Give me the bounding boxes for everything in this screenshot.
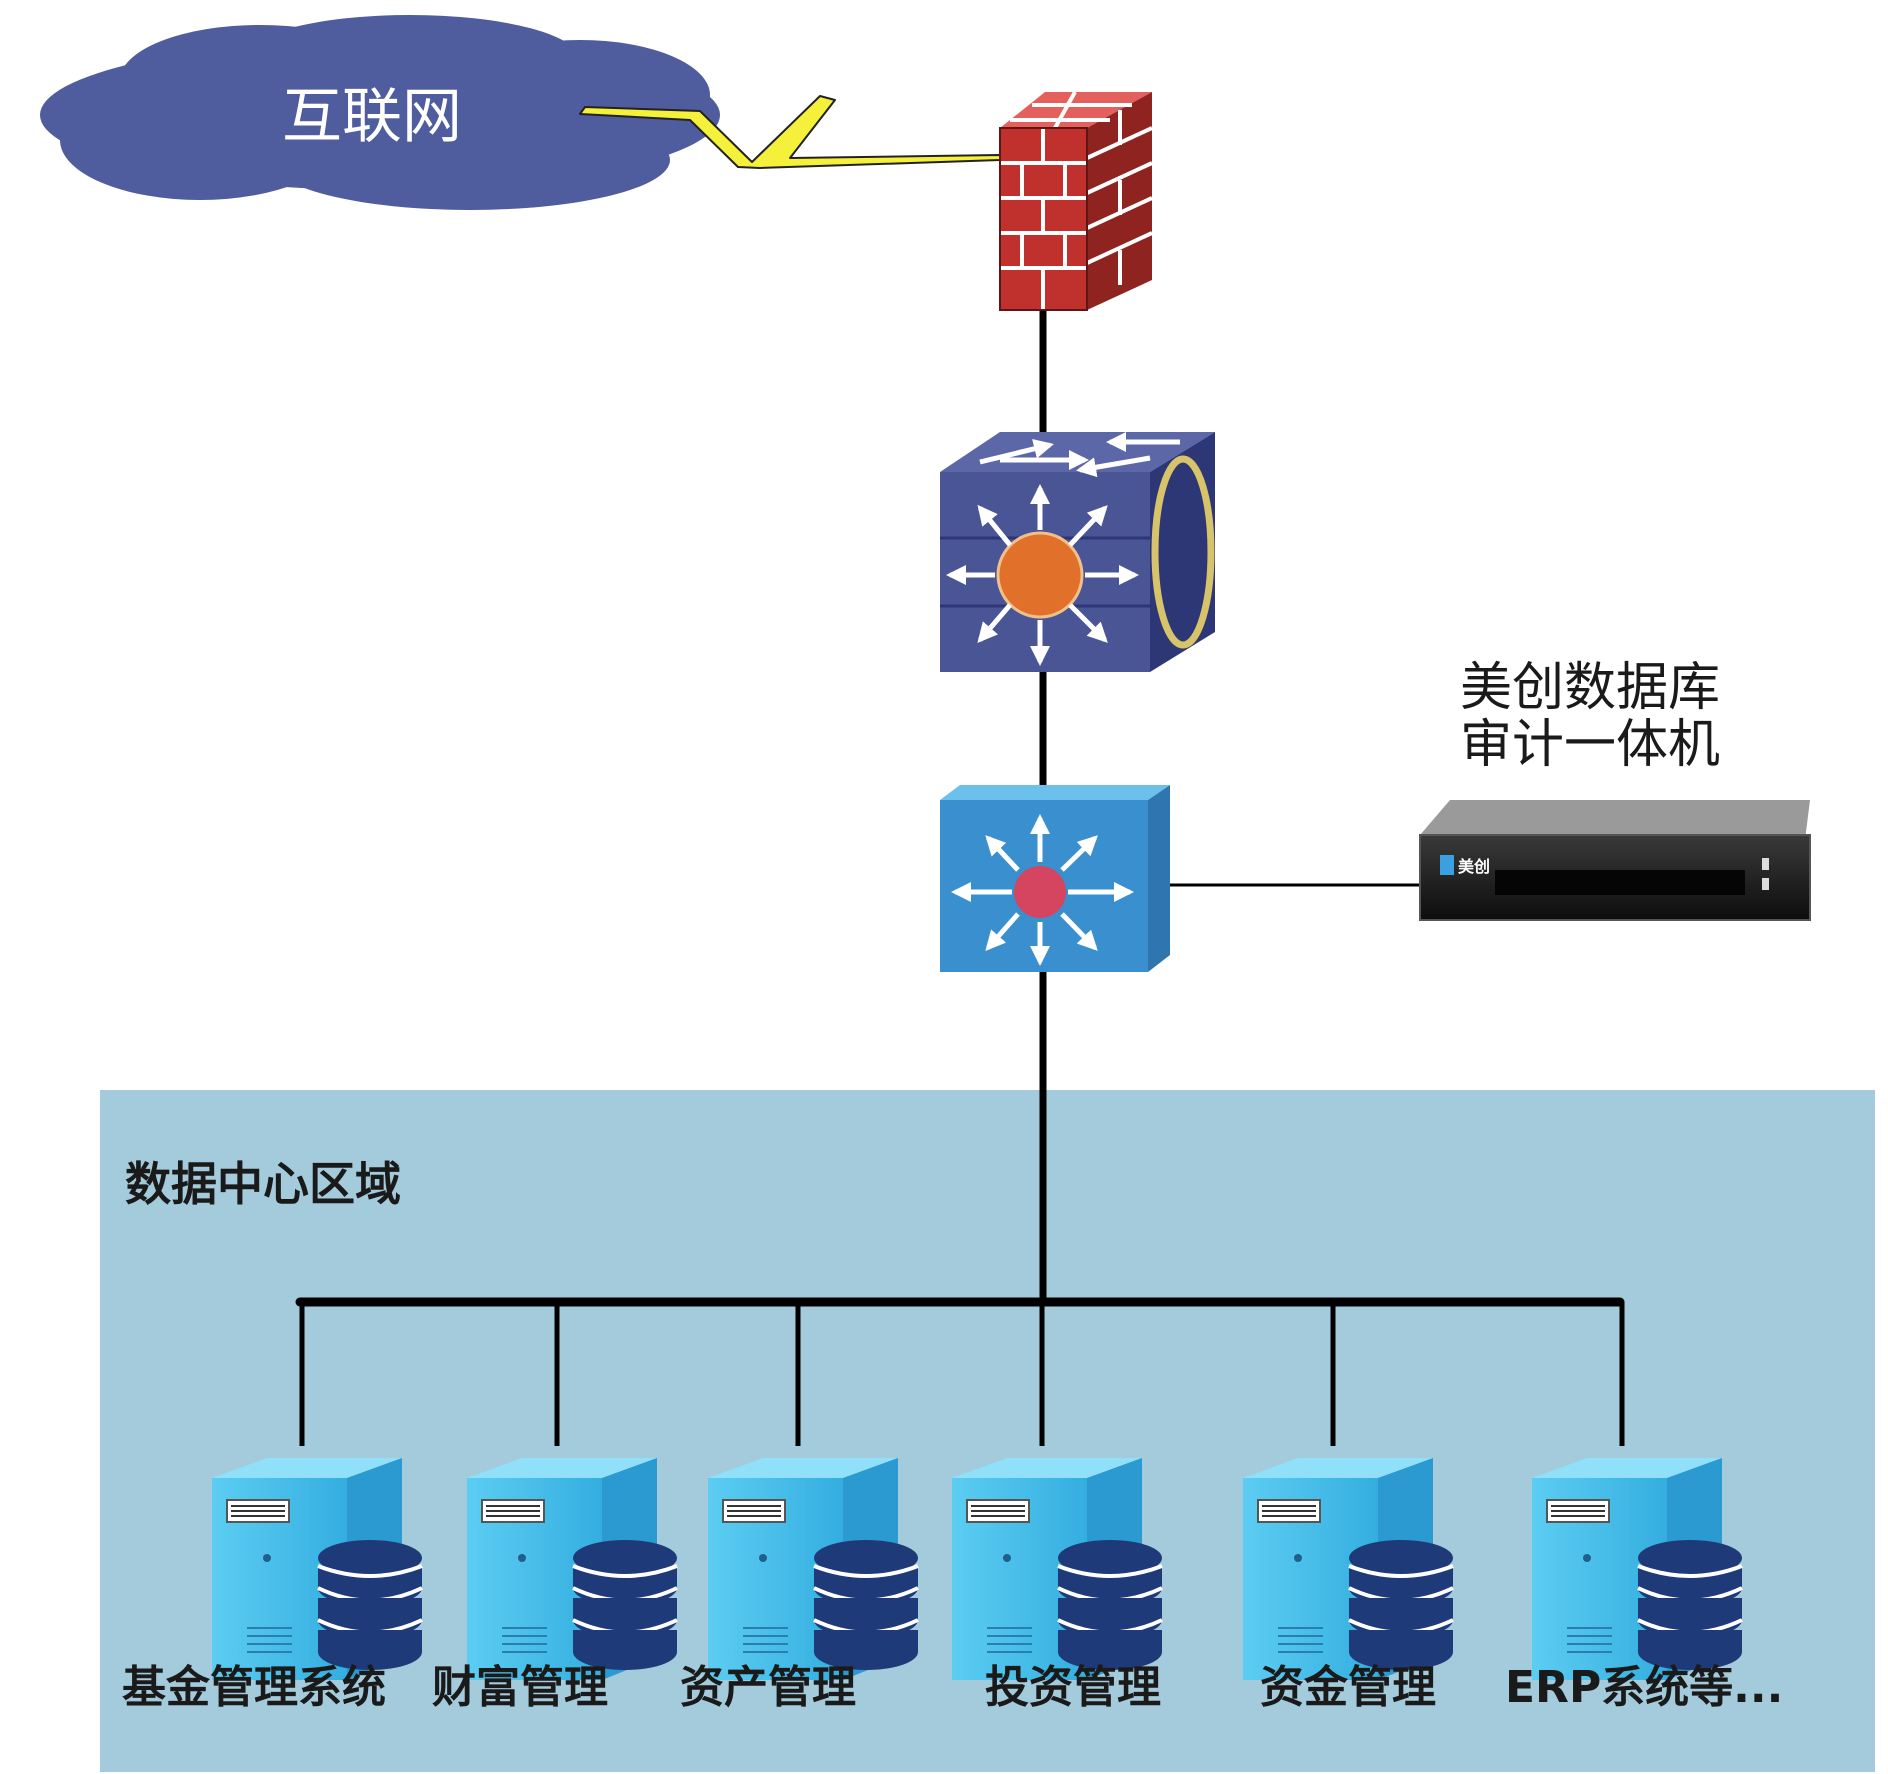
server-1: 基金管理系统: [122, 1458, 423, 1713]
server-6: ERP系统等...: [1505, 1458, 1783, 1713]
server-list: 基金管理系统: [122, 1458, 1783, 1713]
server-label: 财富管理: [432, 1662, 608, 1713]
server-4: 投资管理: [952, 1458, 1163, 1713]
server-label: 基金管理系统: [122, 1662, 386, 1713]
server-label: 投资管理: [985, 1662, 1161, 1713]
server-drops: [299, 1302, 1625, 1446]
datacenter-label: 数据中心区域: [125, 1157, 401, 1211]
server-label: 资产管理: [680, 1662, 856, 1713]
database-icon: [813, 1540, 919, 1670]
database-icon: [1348, 1540, 1454, 1670]
database-icon: [1637, 1540, 1743, 1670]
access-switch-icon: [940, 785, 1170, 972]
server-label: ERP系统等...: [1505, 1662, 1783, 1713]
server-label: 资金管理: [1260, 1662, 1436, 1713]
internet-label: 互联网: [282, 82, 462, 152]
appliance-label-line2: 审计一体机: [1460, 715, 1720, 775]
server-2: 财富管理: [432, 1458, 678, 1713]
firewall-icon: [999, 91, 1153, 311]
database-icon: [572, 1540, 678, 1670]
database-icon: [317, 1540, 423, 1670]
database-icon: [1057, 1540, 1163, 1670]
audit-appliance: 美创数据库 审计一体机 美创: [1419, 658, 1811, 921]
core-switch-icon: [940, 432, 1215, 672]
internet-cloud: 互联网: [40, 15, 720, 210]
appliance-badge: 美创: [1458, 857, 1490, 876]
server-5: 资金管理: [1243, 1458, 1454, 1713]
server-3: 资产管理: [680, 1458, 919, 1713]
appliance-label-line1: 美创数据库: [1460, 658, 1720, 718]
